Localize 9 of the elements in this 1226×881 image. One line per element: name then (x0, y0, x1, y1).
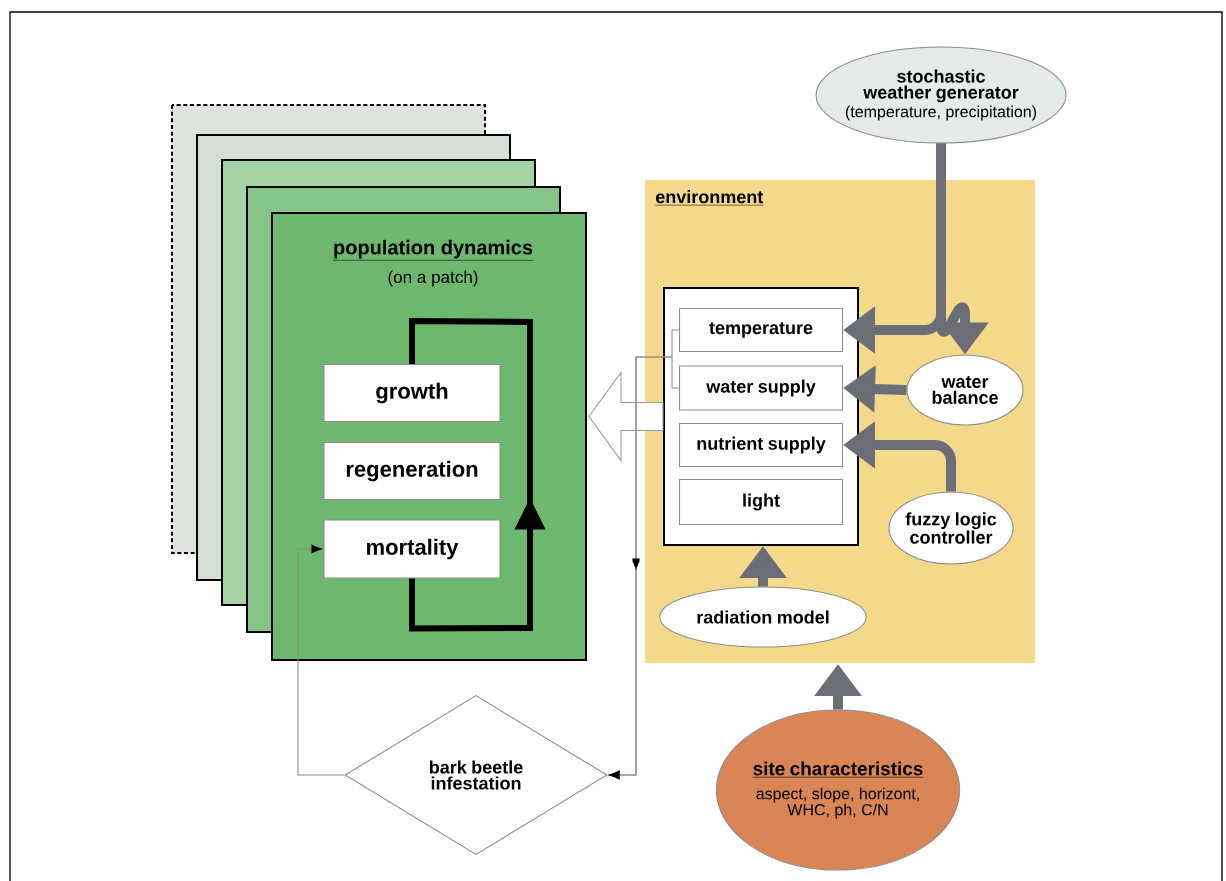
factor-box: light (678, 478, 844, 526)
process-box: regeneration (323, 441, 501, 501)
block-arrow (588, 370, 664, 463)
arrow (297, 544, 345, 776)
factor-box: nutrient supply (678, 422, 844, 468)
factor-box: water supply (678, 365, 844, 411)
process-box: mortality (323, 519, 501, 579)
factor-box: temperature (678, 307, 844, 353)
process-box: growth (323, 363, 501, 423)
